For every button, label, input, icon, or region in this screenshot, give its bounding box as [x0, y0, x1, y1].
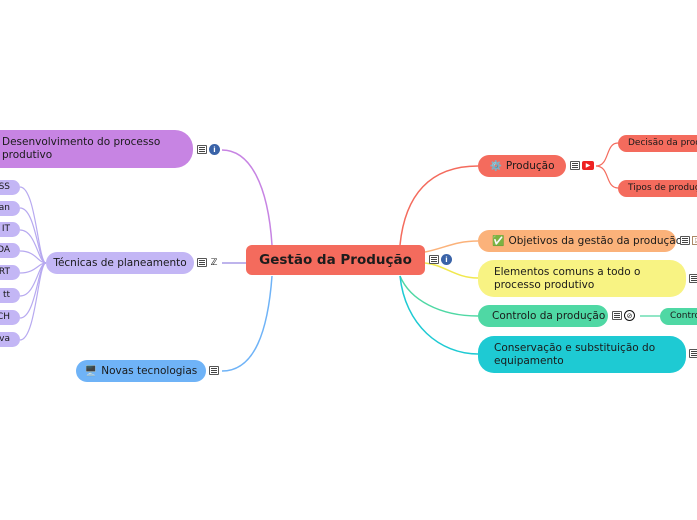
subtopic-label: IT [1, 224, 10, 234]
topic-objetivos[interactable]: ✅ Objetivos da gestão da produção [478, 230, 682, 252]
ban-icon[interactable]: ⊘ [624, 310, 635, 321]
gear-icon: ⚙️ [489, 160, 502, 172]
subtopic-label: RT [0, 267, 10, 277]
notes-icon[interactable] [612, 311, 622, 320]
topic-novas-label: Novas tecnologias [101, 364, 198, 377]
topic-elementos[interactable]: Elementos comuns a todo o processo produ… [478, 260, 686, 297]
info-icon[interactable]: i [441, 254, 452, 265]
topic-tecnicas[interactable]: Técnicas de planeamento [46, 252, 194, 274]
line-central-novas [221, 275, 273, 372]
subtopic-tecnicas-5[interactable]: RT [0, 265, 20, 280]
subtopic-tecnicas-7[interactable]: CH [0, 310, 20, 325]
topic-novas-tecnologias[interactable]: 🖥️ Novas tecnologias [76, 360, 206, 382]
central-topic[interactable]: Gestão da Produção [246, 245, 425, 275]
topic-tecnicas-label: Técnicas de planeamento [53, 256, 187, 269]
subtopic-decisao[interactable]: Decisão da produ [618, 135, 697, 152]
topic-conservacao-label: Conservação e substituição do equipament… [494, 341, 656, 367]
topic-desenvolvimento-label: Desenvolvimento do processo produtivo [2, 136, 161, 161]
subtopic-label: CH [0, 312, 10, 322]
subtopic-tipos-label: Tipos de produç [628, 183, 697, 193]
notes-icon[interactable] [197, 145, 207, 154]
subtopic-controlo[interactable]: Contro [660, 308, 697, 325]
notes-icon[interactable] [209, 366, 219, 375]
line-central-producao [399, 165, 479, 246]
notes-icon[interactable] [680, 236, 690, 245]
computer-icon: 🖥️ [84, 365, 98, 377]
topic-desenvolvimento[interactable]: Desenvolvimento do processo produtivo [0, 130, 193, 168]
notes-icon[interactable] [689, 349, 697, 358]
central-topic-label: Gestão da Produção [259, 251, 412, 268]
subtopic-decisao-label: Decisão da produ [628, 138, 697, 148]
notes-icon[interactable] [429, 255, 439, 264]
topic-elementos-label: Elementos comuns a todo o processo produ… [494, 265, 641, 291]
checklist-icon[interactable]: ☑ [692, 236, 697, 245]
topic-producao[interactable]: ⚙️ Produção [478, 155, 566, 177]
subtopic-tecnicas-1[interactable]: SS [0, 180, 20, 195]
check-icon: ✅ [492, 235, 505, 247]
subtopic-tecnicas-6[interactable]: tt [0, 288, 20, 303]
info-icon[interactable]: i [209, 144, 220, 155]
subtopic-tecnicas-2[interactable]: an [0, 201, 20, 216]
subtopic-label: an [0, 203, 10, 213]
subtopic-tecnicas-8[interactable]: va [0, 332, 20, 347]
topic-conservacao[interactable]: Conservação e substituição do equipament… [478, 336, 686, 373]
line-central-conservacao [399, 275, 479, 355]
subtopic-controlo-label: Contro [670, 311, 697, 321]
subtopic-tecnicas-4[interactable]: DA [0, 243, 20, 258]
subtopic-tipos[interactable]: Tipos de produç [618, 180, 697, 197]
subtopic-label: DA [0, 245, 10, 255]
zigzag-icon[interactable]: ℤ [210, 257, 218, 268]
topic-controlo[interactable]: Controlo da produção [478, 305, 608, 327]
notes-icon[interactable] [689, 274, 697, 283]
line-central-controlo [399, 275, 479, 317]
topic-controlo-label: Controlo da produção [492, 309, 606, 322]
notes-icon[interactable] [570, 161, 580, 170]
youtube-icon[interactable]: ▶ [582, 161, 594, 170]
line-central-desenvolvimento [221, 149, 273, 246]
notes-icon[interactable] [197, 258, 207, 267]
subtopic-label: SS [0, 182, 10, 192]
line-central-objetivos [424, 240, 479, 253]
subtopic-tecnicas-3[interactable]: IT [0, 222, 20, 237]
line-central-elementos [424, 262, 479, 279]
subtopic-label: tt [2, 290, 10, 300]
topic-producao-label: Produção [505, 159, 555, 172]
subtopic-label: va [0, 334, 10, 344]
topic-objetivos-label: Objetivos da gestão da produção [508, 234, 683, 247]
